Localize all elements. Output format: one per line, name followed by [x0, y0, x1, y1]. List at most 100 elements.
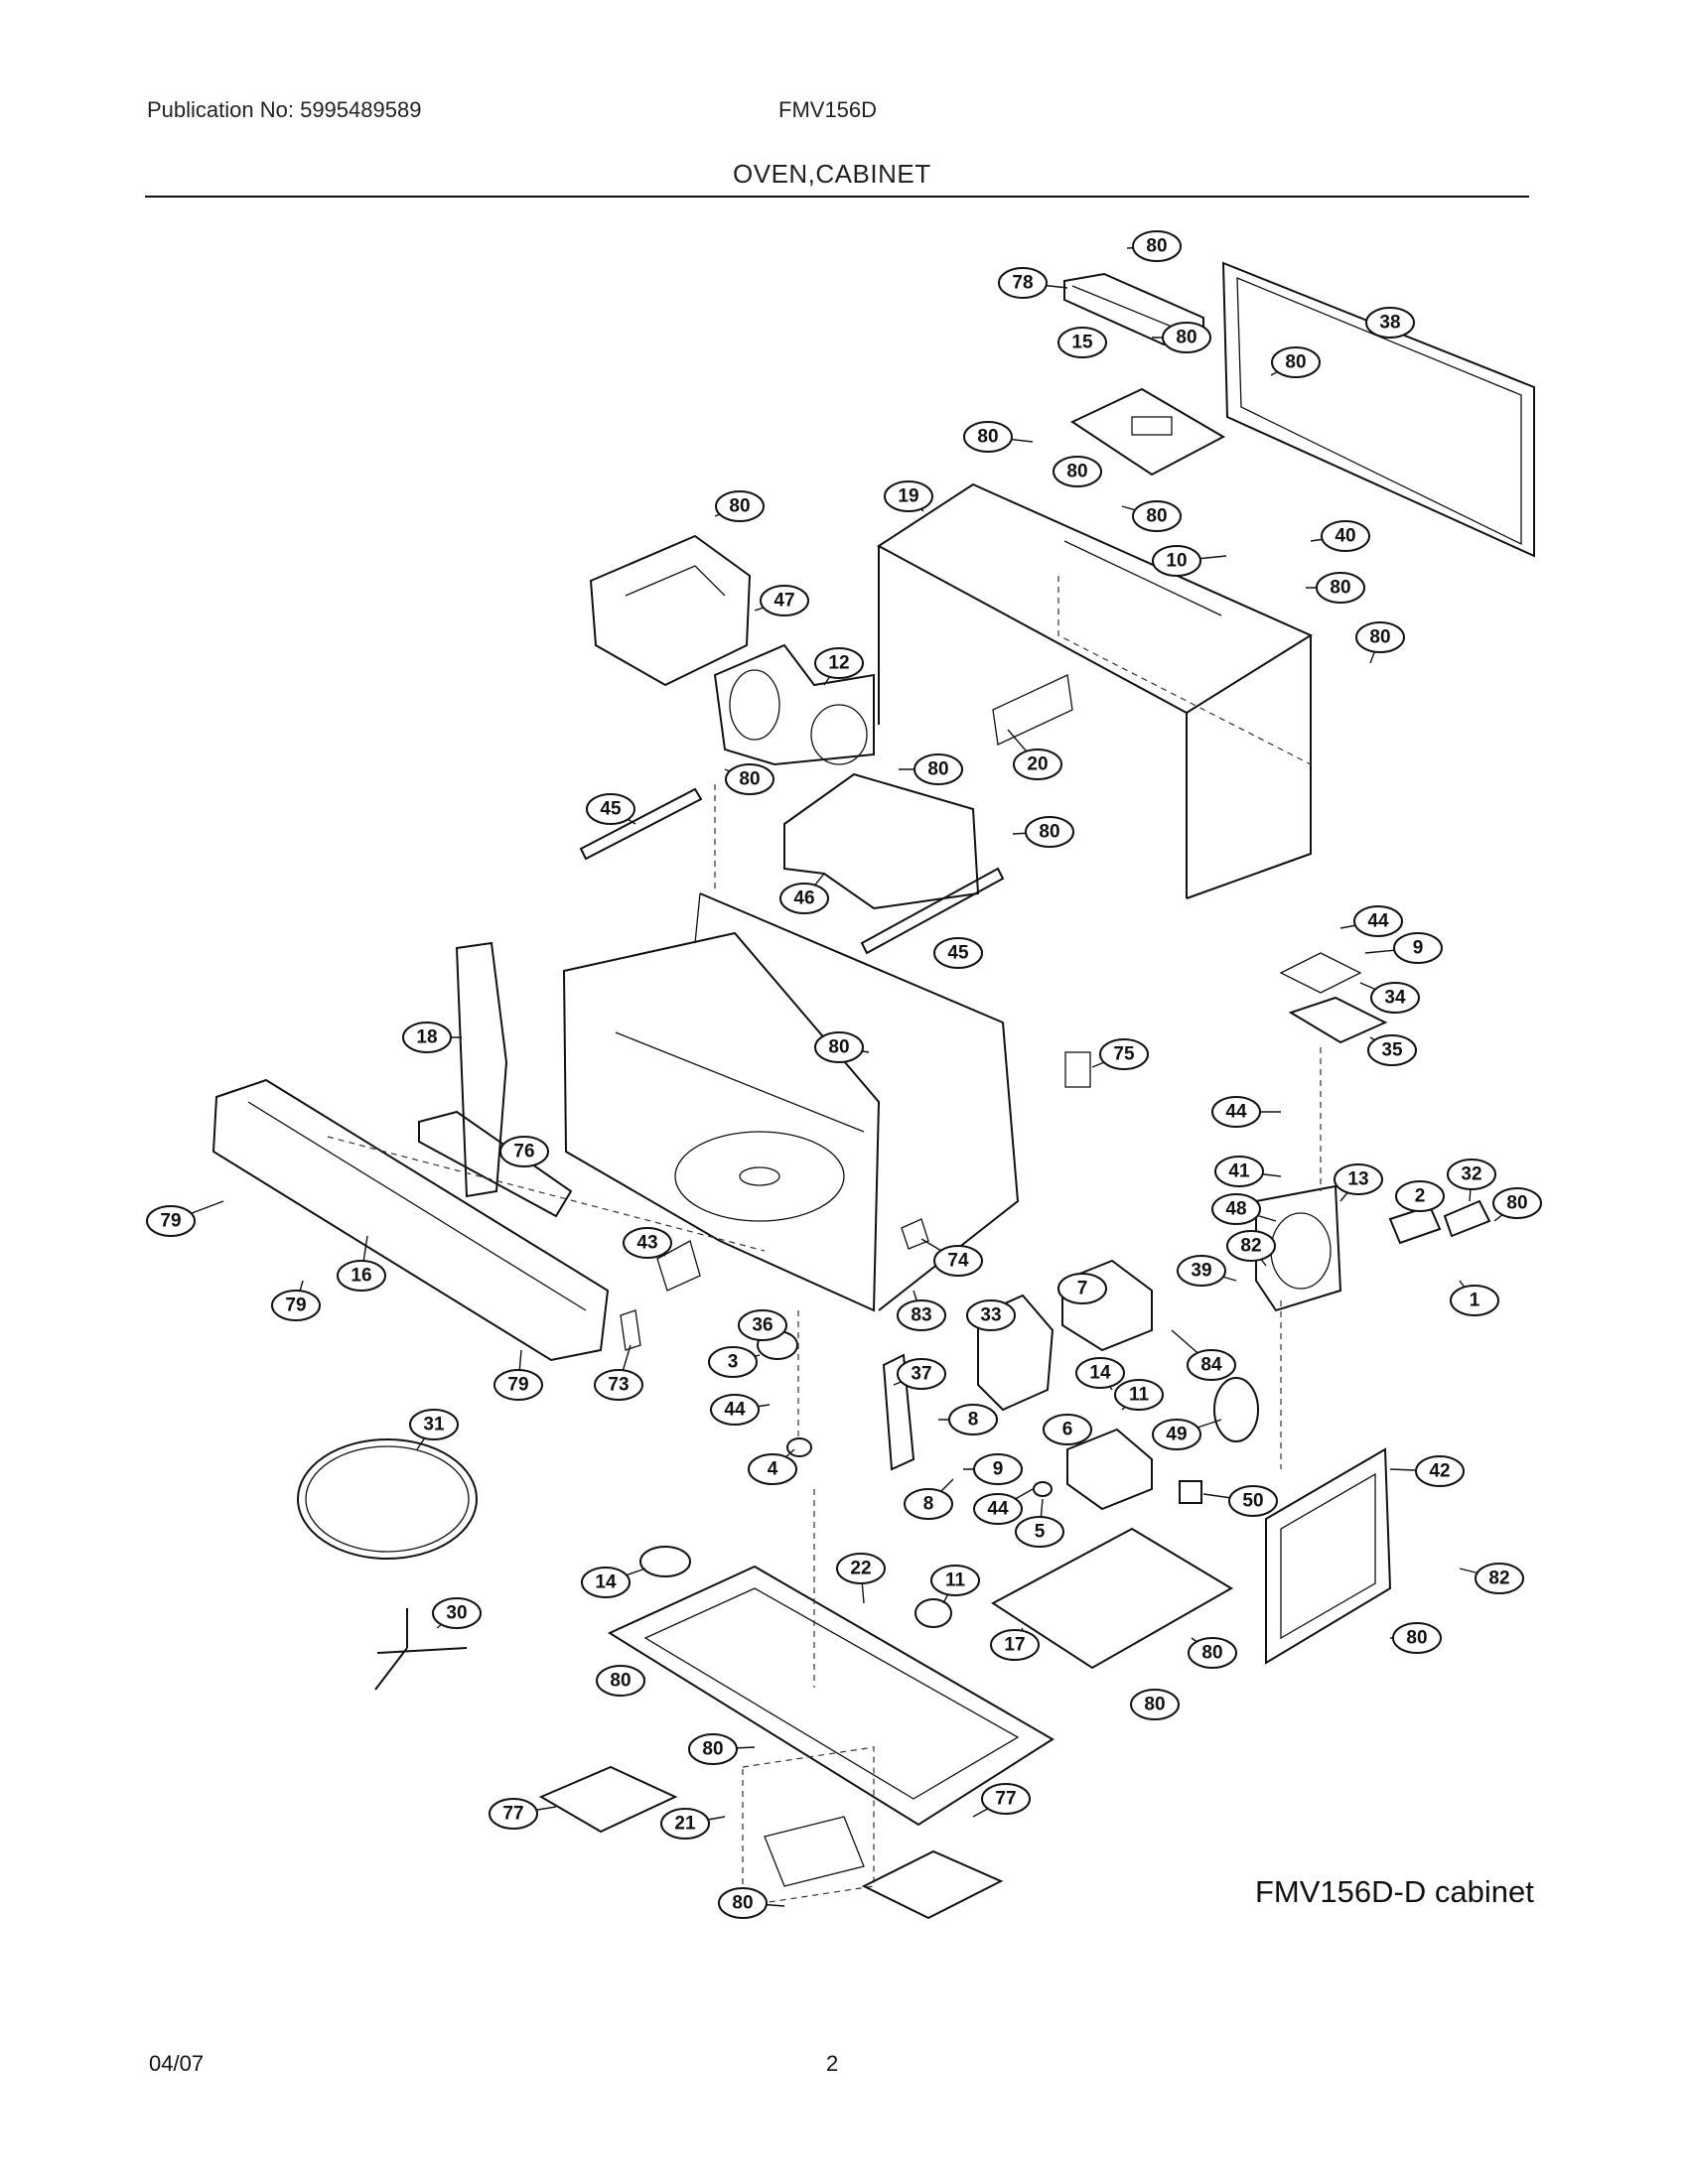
callout-oval — [1393, 932, 1443, 964]
callout-80: 80 — [1126, 230, 1182, 262]
callout-oval — [914, 753, 963, 785]
part-mount-bracket — [991, 1527, 1233, 1670]
callout-number: 31 — [423, 1415, 445, 1435]
part-fuse-11 — [914, 1598, 952, 1628]
callout-20: 20 — [1007, 729, 1062, 780]
part-fan-motor — [713, 643, 875, 766]
callout-32: 32 — [1447, 1159, 1496, 1202]
callout-80: 80 — [1355, 621, 1405, 664]
callout-number: 80 — [1176, 328, 1196, 348]
callout-oval — [1132, 500, 1182, 532]
callout-oval — [933, 1245, 983, 1277]
callout-11: 11 — [1114, 1379, 1164, 1411]
callout-oval — [904, 1488, 953, 1520]
part-filter-box — [742, 1746, 875, 1907]
callout-number: 13 — [1347, 1169, 1368, 1190]
callout-number: 38 — [1379, 313, 1400, 334]
part-grease-filter-right — [861, 1849, 1004, 1920]
callout-oval — [1187, 1349, 1236, 1381]
callout-number: 49 — [1166, 1425, 1187, 1445]
part-rail-45-right — [860, 867, 1005, 955]
callout-46: 46 — [779, 873, 829, 914]
callout-oval — [1132, 230, 1182, 262]
callout-number: 80 — [1201, 1643, 1222, 1664]
callout-oval — [1075, 1357, 1125, 1389]
callout-35: 35 — [1367, 1034, 1417, 1066]
callout-oval — [1392, 1622, 1442, 1654]
part-thermostat-5 — [1033, 1481, 1053, 1497]
callout-oval — [1492, 1187, 1542, 1219]
callout-78: 78 — [998, 267, 1068, 299]
part-plate-35 — [1288, 996, 1388, 1044]
callout-number: 9 — [993, 1459, 1004, 1480]
callout-48: 48 — [1211, 1193, 1277, 1225]
callout-9: 9 — [963, 1453, 1023, 1485]
callout-number: 32 — [1461, 1164, 1481, 1185]
callout-3: 3 — [708, 1346, 761, 1378]
part-grille — [418, 1110, 573, 1218]
callout-number: 83 — [911, 1305, 931, 1326]
callout-oval — [1057, 1273, 1107, 1304]
callout-number: 80 — [1066, 462, 1087, 482]
callout-oval — [1316, 572, 1365, 604]
callout-79: 79 — [271, 1280, 321, 1321]
callout-oval — [493, 1369, 543, 1401]
callout-oval — [748, 1453, 797, 1485]
part-capacitor — [1066, 1428, 1153, 1511]
callout-21: 21 — [660, 1808, 726, 1840]
page-number: 2 — [826, 2051, 839, 2076]
part-air-guide — [783, 772, 980, 910]
callout-oval — [1057, 327, 1107, 358]
callout-6: 6 — [1043, 1414, 1092, 1445]
callout-14: 14 — [581, 1567, 646, 1598]
callout-number: 14 — [1089, 1363, 1111, 1384]
callout-number: 50 — [1242, 1491, 1263, 1512]
callout-oval — [966, 1299, 1016, 1331]
section-title: OVEN,CABINET — [733, 159, 931, 189]
callout-45: 45 — [933, 937, 983, 969]
callout-oval — [814, 1031, 864, 1063]
callout-10: 10 — [1152, 545, 1227, 577]
callout-number: 1 — [1470, 1291, 1480, 1311]
callout-number: 77 — [995, 1789, 1016, 1810]
callout-number: 79 — [160, 1211, 181, 1232]
part-outer-case — [877, 482, 1314, 899]
callout-number: 11 — [1129, 1385, 1150, 1406]
callout-number: 15 — [1071, 333, 1093, 353]
callout-oval — [1152, 545, 1201, 577]
part-lamp-socket — [786, 1437, 812, 1457]
part-roller-spider — [374, 1608, 468, 1691]
callout-number: 80 — [732, 1893, 753, 1914]
callout-number: 82 — [1488, 1569, 1509, 1589]
callout-number: 80 — [1406, 1628, 1427, 1649]
callout-oval — [1228, 1485, 1278, 1517]
callout-number: 80 — [1330, 578, 1350, 599]
callout-oval — [1370, 982, 1420, 1014]
callout-number: 45 — [947, 943, 969, 964]
callout-77: 77 — [972, 1783, 1031, 1818]
callout-number: 22 — [850, 1559, 871, 1579]
part-side-bar — [455, 941, 508, 1198]
callout-80: 80 — [688, 1733, 756, 1765]
callout-80: 80 — [1012, 816, 1074, 848]
callout-80: 80 — [1121, 500, 1182, 532]
callout-45: 45 — [586, 793, 636, 825]
callout-number: 82 — [1240, 1236, 1261, 1257]
callout-oval — [897, 1299, 946, 1331]
callout-number: 76 — [513, 1142, 534, 1162]
callout-oval — [814, 647, 864, 679]
callout-number: 41 — [1228, 1161, 1250, 1182]
part-transformer — [1061, 1259, 1153, 1352]
part-switch-32 — [1443, 1199, 1491, 1238]
callout-18: 18 — [402, 1022, 462, 1053]
callout-number: 40 — [1335, 526, 1355, 547]
callout-oval — [1475, 1563, 1524, 1594]
callout-80: 80 — [1270, 346, 1321, 378]
part-bracket-33 — [977, 1294, 1055, 1412]
callout-oval — [1152, 1419, 1201, 1450]
callout-number: 11 — [945, 1570, 966, 1591]
part-label-74 — [901, 1218, 929, 1250]
callout-oval — [725, 763, 774, 795]
callout-oval — [337, 1260, 386, 1292]
callout-76: 76 — [499, 1136, 549, 1167]
